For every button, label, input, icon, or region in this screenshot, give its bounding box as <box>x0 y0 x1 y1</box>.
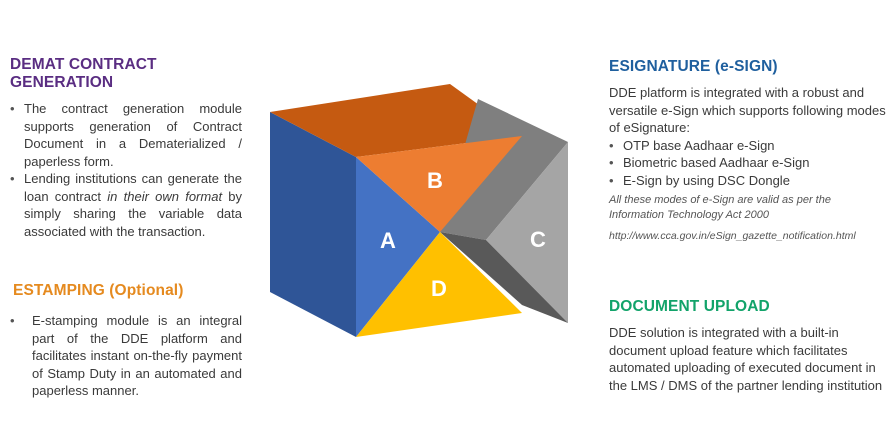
esign-mode-item: E-Sign by using DSC Dongle <box>609 172 889 190</box>
facet-c <box>486 142 568 323</box>
facet-b <box>356 136 522 232</box>
demat-section: DEMAT CONTRACT GENERATION The contract g… <box>10 56 242 240</box>
facet-d-label: D <box>431 276 447 301</box>
estamping-bullets: E-stamping module is an integral part of… <box>10 312 242 400</box>
demat-bullet-1: The contract generation module supports … <box>10 100 242 170</box>
estamping-bullet-1: E-stamping module is an integral part of… <box>10 312 242 400</box>
demat-bullet-2-before: Lending institutions can generate the lo… <box>24 171 242 204</box>
esign-mode-item: Biometric based Aadhaar e-Sign <box>609 154 889 172</box>
upload-text: DDE solution is integrated with a built-… <box>609 325 883 393</box>
facet-c-label: C <box>530 227 546 252</box>
estamping-heading: ESTAMPING (Optional) <box>13 282 184 299</box>
cube-back-gray-bottom <box>440 232 568 323</box>
demat-bullet-2-after: by simply sharing the variable data asso… <box>24 188 243 239</box>
esign-intro: DDE platform is integrated with a robust… <box>609 85 886 135</box>
cube-diagram: A B C D <box>270 84 568 337</box>
upload-section: DOCUMENT UPLOAD DDE solution is integrat… <box>609 298 887 394</box>
esign-modes: OTP base Aadhaar e-Sign Biometric based … <box>609 137 889 190</box>
upload-heading: DOCUMENT UPLOAD <box>609 298 770 315</box>
facet-d <box>356 232 522 337</box>
estamping-section: ESTAMPING (Optional) E-stamping module i… <box>10 282 242 400</box>
esign-mode-item: OTP base Aadhaar e-Sign <box>609 137 889 155</box>
esign-heading: ESIGNATURE (e-SIGN) <box>609 58 778 75</box>
cube-top-face <box>270 84 522 157</box>
facet-a-label: A <box>380 228 396 253</box>
demat-heading: DEMAT CONTRACT GENERATION <box>10 56 157 91</box>
demat-bullet-2-emphasis: in their own format <box>107 188 223 204</box>
demat-bullets: The contract generation module supports … <box>10 100 242 240</box>
esign-note: All these modes of e-Sign are valid as p… <box>609 194 831 221</box>
cube-back-gray-top <box>440 99 568 240</box>
demat-bullet-2: Lending institutions can generate the lo… <box>10 170 242 240</box>
esign-url: http://www.cca.gov.in/eSign_gazette_noti… <box>609 230 856 242</box>
esign-section: ESIGNATURE (e-SIGN) DDE platform is inte… <box>609 58 889 244</box>
facet-a <box>356 157 440 337</box>
facet-b-label: B <box>427 168 443 193</box>
cube-left-face <box>270 112 356 337</box>
